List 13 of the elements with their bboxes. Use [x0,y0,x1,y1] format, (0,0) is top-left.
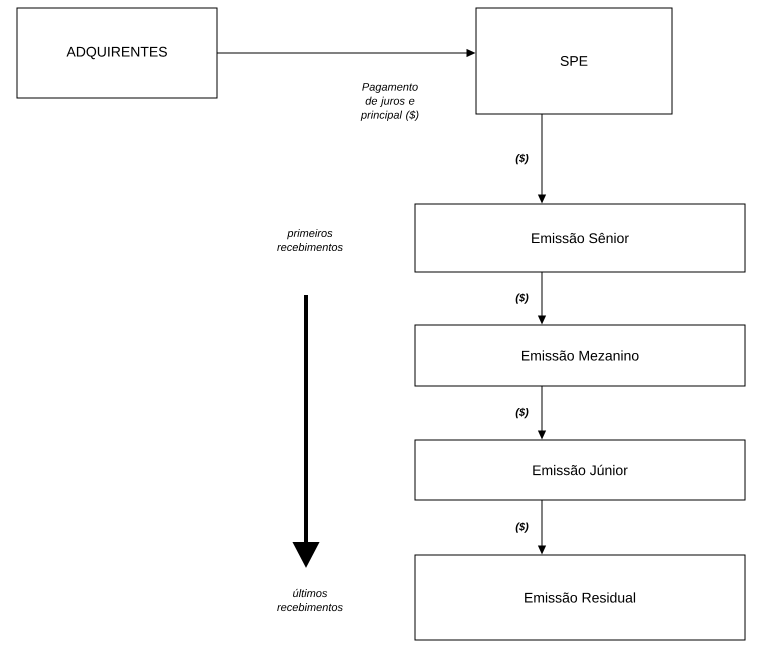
edge-label: ($) [516,522,528,533]
note-label: últimos recebimentos [277,588,343,612]
process-box: ADQUIRENTES [16,8,218,98]
process-box: Emissão Júnior [414,440,746,500]
process-box: SPE [476,8,672,114]
edge-label: ($) [516,293,528,304]
edge-label: ($) [516,154,528,164]
note-label: primeiros recebimentos [277,228,343,252]
process-box: Emissão Mezanino [414,324,746,386]
edge-label: ($) [516,408,528,418]
edge-label: Pagamento de juros e principal ($) [360,83,418,121]
process-box: Emissão Sênior [414,204,746,272]
process-box: Emissão Residual [414,554,746,640]
